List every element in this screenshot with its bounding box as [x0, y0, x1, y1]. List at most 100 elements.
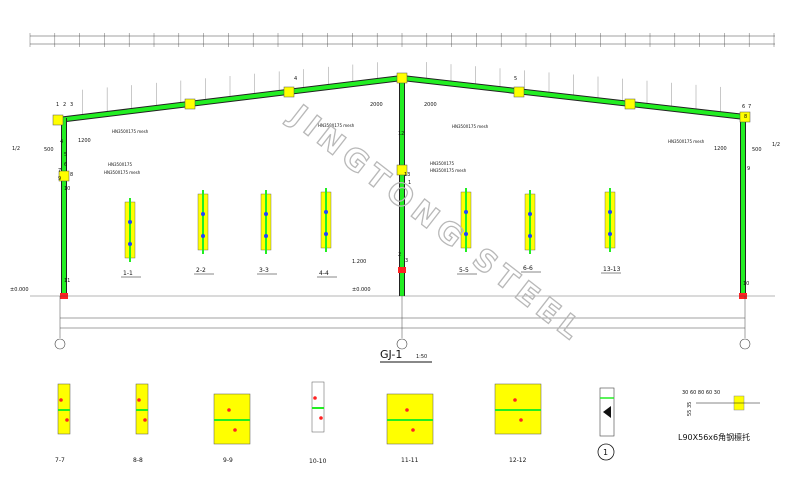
member-number: 7	[748, 104, 751, 110]
section-bolt	[528, 212, 532, 216]
section-bolt	[608, 210, 612, 214]
angle-support-label: L90X56x6角钢檩托	[678, 432, 750, 442]
connection-node	[184, 98, 196, 110]
callout-dim-2000-left: 2000	[370, 102, 383, 108]
member-number: 8	[70, 172, 73, 178]
member-number: 6	[64, 162, 67, 168]
lower-section-bolt	[227, 408, 231, 412]
lower-section-bolt	[519, 418, 523, 422]
connection-node	[58, 170, 70, 182]
member-number: 12	[398, 131, 404, 137]
member-number: 1	[56, 102, 59, 108]
angle-support-dims-top: 30 60 80 60 30	[682, 390, 720, 396]
rafter-left	[57, 76, 403, 122]
lower-section-bolt	[59, 398, 63, 402]
detail-arrow	[603, 406, 611, 418]
lower-section-bolt	[313, 396, 317, 400]
angle-support-detail: 30 60 80 60 30 55 35 L90X56x6角钢檩托	[678, 390, 760, 442]
axis-circle-left	[54, 338, 66, 350]
member-number: 3	[70, 102, 73, 108]
section-label: 5-5	[459, 267, 469, 274]
section-label: 3-3	[259, 267, 269, 274]
lower-section-bolt	[411, 428, 415, 432]
angle-support-dims-side: 55 35	[687, 402, 693, 416]
member-number: 4	[60, 139, 63, 145]
section-bolt	[528, 234, 532, 238]
section-label: 6-6	[523, 265, 533, 272]
rafter-right	[401, 76, 746, 119]
connection-node	[513, 86, 525, 98]
section-details	[57, 188, 616, 445]
callout-dim-2000-right: 2000	[424, 102, 437, 108]
callout-half-left: 1/2	[12, 146, 20, 152]
lower-section-label: 8-8	[133, 457, 143, 464]
member-number: 3	[405, 258, 408, 264]
axis-circle-right	[739, 338, 751, 350]
callout-center-top: HN350X175 mesh	[318, 123, 355, 128]
lower-section-bolt	[233, 428, 237, 432]
connection-node	[52, 114, 64, 126]
callout-dim-1200-left: 1200	[78, 138, 91, 144]
member-number: 9	[58, 176, 61, 182]
elevation-center-mid: 1.200	[352, 259, 366, 265]
member-number: 5	[64, 152, 67, 158]
callout-right: HN350X175 mesh	[668, 139, 705, 144]
callout-center-right: HN350X175 mesh	[452, 124, 489, 129]
detail-member	[599, 387, 615, 437]
callout-mid-left-a: HN350X175	[108, 162, 132, 167]
connection-node	[396, 72, 408, 84]
lower-section-label: 12-12	[509, 457, 527, 464]
callout-dim-500-right: 500	[752, 147, 762, 153]
callout-dim-500-left: 500	[44, 147, 54, 153]
callout-top-left: HN350X175 mesh	[112, 129, 149, 134]
callout-center-mid-b: HN350X175 mesh	[430, 168, 467, 173]
section-bolt	[464, 232, 468, 236]
lower-section-bolt	[513, 398, 517, 402]
member-number: 4	[294, 76, 297, 82]
member-number: 10	[743, 281, 749, 287]
column-base-plate	[398, 267, 406, 273]
section-bolt	[201, 212, 205, 216]
section-bolt	[201, 234, 205, 238]
section-bolt	[324, 232, 328, 236]
detail-circle	[597, 443, 615, 461]
member-number: 8	[744, 114, 747, 120]
connection-node	[624, 98, 636, 110]
section-bolt	[128, 220, 132, 224]
member-number: 7	[58, 168, 61, 174]
elevation-base-left: ±0.000	[10, 287, 29, 293]
lower-section-label: 10-10	[309, 458, 327, 465]
detail-circle-number: 1	[603, 448, 608, 457]
drawing-title: GJ-1	[380, 348, 402, 361]
callout-labels: 1/2 HN350X175 mesh 500 1200 HN350X175 HN…	[10, 102, 780, 293]
member-number: 9	[747, 166, 750, 172]
lower-section-label: 9-9	[223, 457, 233, 464]
section-bolt	[608, 232, 612, 236]
lower-section-bolt	[405, 408, 409, 412]
lower-section-label: 11-11	[401, 457, 419, 464]
elevation-base-center: ±0.000	[352, 287, 371, 293]
purlin-ticks	[82, 62, 721, 117]
callout-center-mid-a: HN350X175	[430, 161, 454, 166]
section-bolt	[464, 210, 468, 214]
axis-dimension-lines	[30, 295, 775, 350]
member-number: 10	[64, 186, 70, 192]
callout-dim-1200-right: 1200	[714, 146, 727, 152]
axis-circle-center	[396, 338, 408, 350]
section-label: 4-4	[319, 270, 329, 277]
callout-half-right: 1/2	[772, 142, 780, 148]
section-label: 1-1	[123, 270, 133, 277]
member-number: 13	[404, 172, 410, 178]
member-number: 2	[63, 102, 66, 108]
connection-node	[739, 111, 751, 123]
connection-node	[283, 86, 295, 98]
lower-section-bolt	[143, 418, 147, 422]
section-bolt	[324, 210, 328, 214]
connection-node	[396, 164, 408, 176]
member-number: 1	[408, 180, 411, 186]
section-bolt	[264, 212, 268, 216]
